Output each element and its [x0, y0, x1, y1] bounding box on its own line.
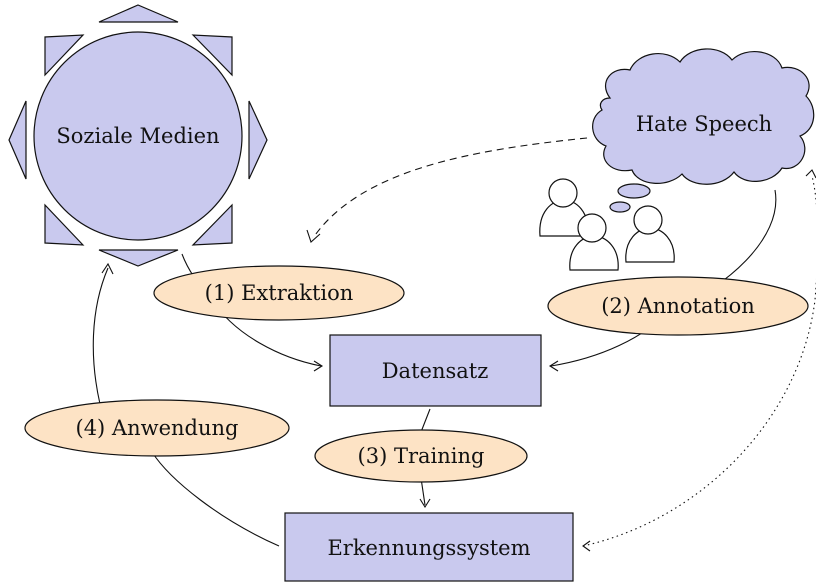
hate-speech-node: Hate Speech [592, 48, 815, 185]
triangle-decoration [248, 100, 268, 180]
dataset-box [329, 334, 542, 407]
cloud-shape [592, 48, 815, 185]
step-training-label: (3) Training [358, 444, 485, 468]
social-media-circle [33, 31, 243, 241]
arrowhead [313, 360, 324, 372]
triangle-decoration [8, 100, 27, 180]
triangle-decoration [191, 34, 233, 77]
dataset-node: Datensatz [329, 334, 542, 407]
arrowhead [306, 229, 321, 243]
dataset-label: Datensatz [382, 359, 489, 383]
triangle-decoration [44, 203, 85, 246]
detection-system-label: Erkennungssystem [327, 536, 530, 560]
triangle-decoration [191, 203, 233, 246]
edge-detection-to-hate-speech [582, 175, 816, 547]
arrowhead [582, 540, 591, 552]
triangle-decoration [98, 4, 179, 23]
arrowhead [101, 262, 114, 275]
hate-speech-label: Hate Speech [636, 112, 772, 136]
edge-hate-speech-to-social-media [312, 137, 588, 239]
step-training: (3) Training [314, 429, 528, 483]
speech-bubble-icon [609, 183, 651, 213]
people-icon [539, 178, 675, 271]
step-extraction: (1) Extraktion [153, 265, 405, 321]
arrowhead [805, 169, 816, 179]
step-application: (4) Anwendung [24, 399, 290, 457]
social-media-node: Soziale Medien [8, 4, 268, 267]
arrowhead [419, 498, 431, 509]
triangle-decoration [98, 249, 179, 267]
edge-application [92, 267, 280, 547]
detection-system-node: Erkennungssystem [284, 512, 574, 582]
step-annotation: (2) Annotation [547, 276, 809, 336]
arrowhead [548, 360, 559, 372]
step-annotation-label: (2) Annotation [601, 294, 755, 318]
triangle-decoration [44, 34, 85, 77]
step-extraction-label: (1) Extraktion [205, 281, 354, 305]
social-media-label: Soziale Medien [56, 124, 219, 148]
detection-system-box [284, 512, 574, 582]
step-application-label: (4) Anwendung [76, 416, 239, 440]
